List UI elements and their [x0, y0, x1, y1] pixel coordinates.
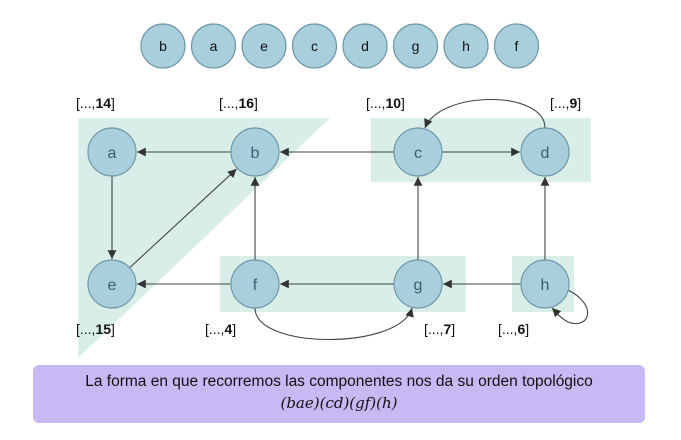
sequence-node-a: a [190, 23, 237, 69]
sequence-node-d: d [342, 23, 388, 69]
finish-label-g: [...,7] [424, 321, 455, 337]
edge-h-h [551, 289, 589, 325]
caption-text: La forma en que recorremos las component… [85, 373, 593, 390]
finish-label-c: [...,10] [366, 95, 405, 111]
svg-text:f: f [253, 277, 258, 294]
node-f: f [230, 259, 280, 309]
sequence-node-f: f [493, 23, 540, 69]
svg-text:b: b [251, 145, 260, 162]
svg-text:e: e [260, 38, 268, 54]
finish-label-e: [...,15] [76, 321, 115, 337]
node-e: e [87, 259, 137, 309]
svg-text:g: g [414, 277, 423, 294]
graph-edges [107, 98, 589, 341]
sequence-node-b: b [140, 23, 186, 69]
svg-text:b: b [159, 38, 167, 54]
svg-text:g: g [412, 38, 420, 54]
svg-text:h: h [462, 38, 470, 54]
finish-label-h: [...,6] [498, 321, 529, 337]
svg-text:d: d [541, 145, 550, 162]
graph-nodes: a b c d e f g h [87, 127, 570, 309]
sequence-node-c: c [291, 23, 338, 69]
edge-d-c [424, 98, 546, 129]
finish-label-b: [...,16] [219, 95, 258, 111]
node-b: b [230, 127, 280, 177]
edge-f-g [254, 307, 414, 341]
caption-formula: (bae)(cd)(gf)(h) [280, 394, 398, 412]
svg-text:c: c [311, 38, 318, 54]
node-h: h [520, 259, 570, 309]
node-d: d [520, 127, 570, 177]
svg-text:c: c [414, 145, 422, 162]
caption-box: La forma en que recorremos las component… [33, 365, 645, 423]
node-g: g [393, 259, 443, 309]
svg-text:d: d [361, 38, 369, 54]
node-c: c [393, 127, 443, 177]
finish-label-f: [...,4] [205, 321, 236, 337]
node-a: a [87, 127, 137, 177]
finish-time-labels: [...,14] [...,16] [...,10] [...,9] [...,15] [… [76, 95, 581, 337]
component-bae-region [78, 118, 330, 358]
finish-label-a: [...,14] [76, 95, 115, 111]
svg-text:h: h [541, 277, 550, 294]
svg-text:a: a [210, 38, 218, 54]
svg-text:f: f [515, 38, 519, 54]
edge-e-b [129, 168, 238, 269]
sequence-node-e: e [241, 23, 287, 69]
sequence-node-h: h [443, 23, 489, 69]
svg-text:e: e [108, 277, 117, 294]
finish-label-d: [...,9] [550, 95, 581, 111]
svg-text:a: a [108, 145, 117, 162]
sequence-node-g: g [392, 23, 439, 69]
